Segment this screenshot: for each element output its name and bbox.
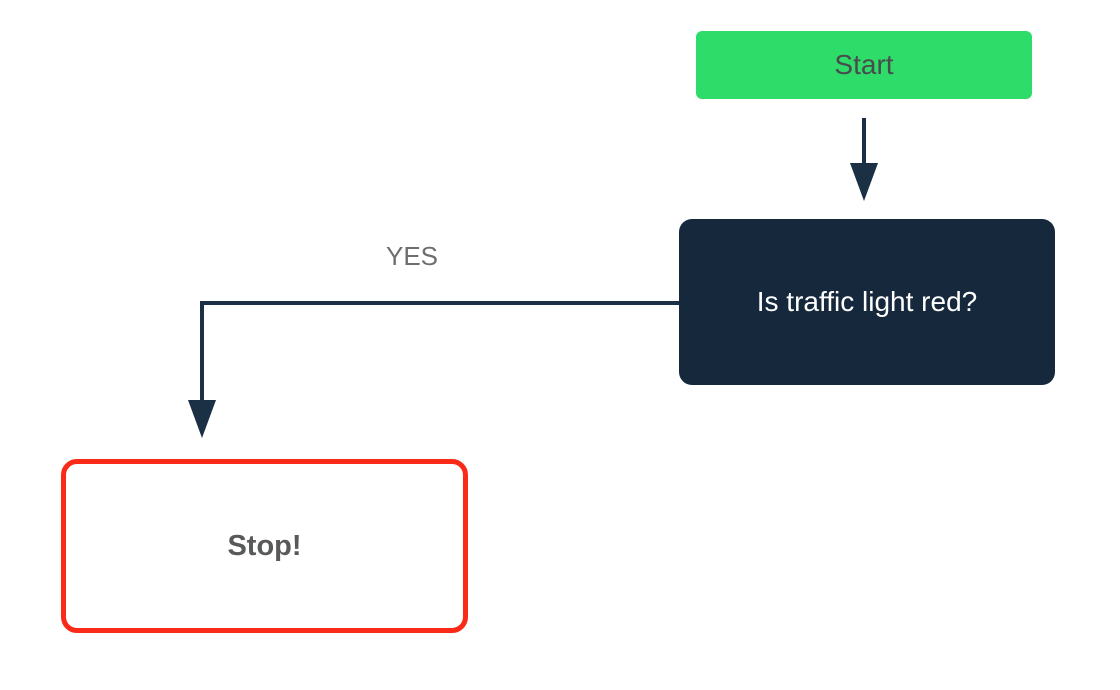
stop-node-label: Stop! — [227, 529, 302, 562]
flowchart-node-stop: Stop! — [61, 459, 468, 633]
edge-question-to-stop-vertical-line — [200, 301, 204, 402]
question-node-label: Is traffic light red? — [756, 286, 978, 317]
edge-question-to-stop-horizontal-line — [202, 301, 679, 305]
edge-start-to-question-arrowhead-icon — [850, 163, 878, 201]
edge-yes-label: YES — [385, 241, 439, 271]
edge-question-to-stop-arrowhead-icon — [188, 400, 216, 438]
flowchart-node-start: Start — [696, 31, 1032, 99]
edge-start-to-question-line — [862, 118, 866, 166]
flowchart-node-question: Is traffic light red? — [679, 219, 1055, 385]
start-node-label: Start — [834, 49, 894, 80]
